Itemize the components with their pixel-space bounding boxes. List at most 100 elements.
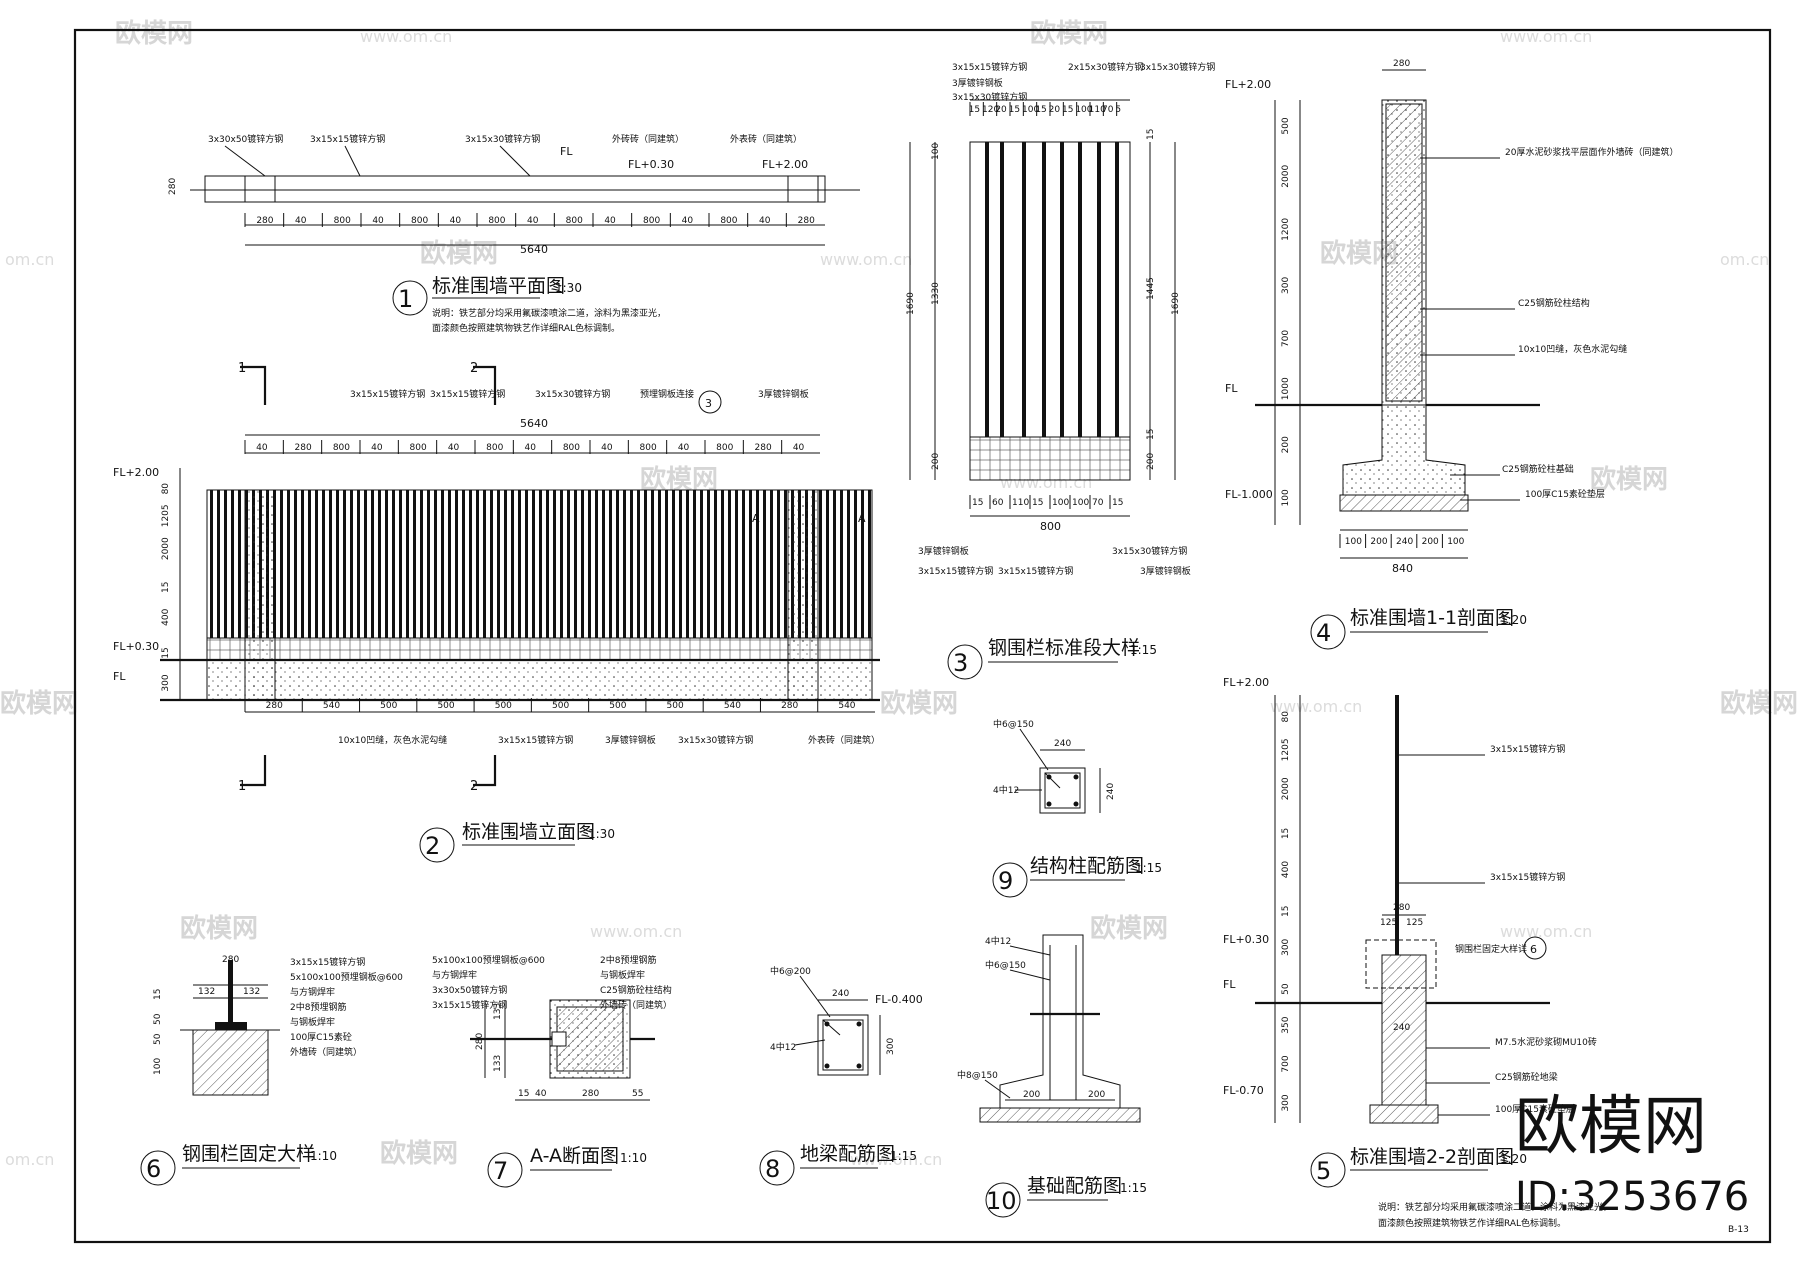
level-fl: FL [1223, 978, 1236, 991]
elevation-top-dim: 800 [563, 443, 580, 453]
label: 3x15x15镀锌方钢 [998, 565, 1073, 577]
label: 外表砖（同建筑） [808, 734, 880, 746]
level-fl070: FL-0.70 [1223, 1084, 1264, 1097]
elevation-vertical-dim: 400 [161, 608, 171, 625]
watermark: 欧模网 [1720, 688, 1798, 719]
detail-top-dim: 100 [1022, 105, 1039, 115]
section-vertical-dim: 2000 [1281, 165, 1291, 188]
label: 3x15x30镀锌方钢 [1112, 545, 1187, 557]
drawing-scale: 1:30 [555, 281, 582, 295]
plan-dim: 40 [759, 216, 771, 226]
drawing-number: 6 [146, 1155, 161, 1183]
drawing-9-column-rebar: 240 240 中6@150 4中12 9 结构柱配筋图 1:15 [992, 718, 1162, 898]
label: 3x15x30镀锌方钢 [465, 133, 540, 145]
label: 3x15x15镀锌方钢 [350, 388, 425, 400]
section-vertical-dim: 100 [1281, 489, 1291, 506]
elevation-top-dim: 800 [716, 443, 733, 453]
label: 3x15x15镀锌方钢 [952, 61, 1027, 73]
label: 3x15x30镀锌方钢 [678, 734, 753, 746]
watermark: 欧模网 [380, 1138, 458, 1169]
section-vertical-dim: 1205 [1281, 738, 1291, 761]
dim-total: 5640 [520, 417, 548, 430]
plan-dim: 800 [334, 216, 351, 226]
elevation-vertical-dim: 2000 [161, 537, 171, 560]
watermark-domain: www.om.cn [360, 27, 452, 46]
drawing-10-foundation-rebar: 4中12 中6@150 中8@150 200 200 10 基础配筋图 1:15 [957, 934, 1147, 1218]
aa-labels: 5x100x100预埋钢板@600与方钢焊牢3x30x50镀锌方钢3x15x15… [432, 954, 672, 1011]
detail-top-dim: 15 [1062, 105, 1073, 115]
detail-top-dim: 15 [1009, 105, 1020, 115]
label: 预埋钢板连接 [640, 388, 694, 400]
elevation-vertical-dim: 1205 [161, 504, 171, 527]
section-vertical-dim: 1000 [1281, 377, 1291, 400]
elevation-vertical-dim: 15 [161, 647, 171, 658]
drawing-title: 标准围墙平面图 [432, 275, 565, 297]
fence-bar [985, 142, 989, 437]
section-vertical-dim: 15 [1281, 828, 1291, 839]
drawing-title: 标准围墙2-2剖面图 [1350, 1146, 1514, 1168]
elevation-bottom-dim: 540 [838, 701, 855, 711]
dim-total: 840 [1392, 562, 1413, 575]
label: 3x15x15镀锌方钢 [432, 999, 507, 1011]
fence-bar [1060, 142, 1064, 437]
detail-bottom-dim: 100 [1052, 498, 1069, 508]
label: 20厚水泥砂浆找平层面作外墙砖（同建筑） [1505, 146, 1678, 158]
detail-bottom-dim: 110 [1012, 498, 1029, 508]
dim: 1330 [931, 282, 941, 305]
label: 2中8预埋钢筋 [600, 954, 656, 966]
section-vertical-dim: 700 [1281, 330, 1291, 347]
detail-ref: 6 [1530, 943, 1537, 956]
detail-top-dim: 20 [1049, 105, 1061, 115]
level-fl200: FL+2.00 [1223, 676, 1269, 689]
dim: 100 [153, 1058, 163, 1075]
elevation-top-dim: 40 [525, 443, 537, 453]
drawing-number: 4 [1316, 619, 1331, 647]
label: 中6@150 [985, 959, 1026, 971]
drawing-title: 钢围栏固定大样 [182, 1143, 315, 1165]
section-mark: 2 [470, 361, 478, 376]
detail-top-dim: 20 [995, 105, 1007, 115]
level-fl030: FL+0.30 [1223, 933, 1269, 946]
watermark: 欧模网 [880, 688, 958, 719]
dim: 200 [1088, 1090, 1105, 1100]
label: 2x15x30镀锌方钢 [1068, 61, 1143, 73]
detail-top-dim: 5 [1115, 105, 1121, 115]
label: 3x15x15镀锌方钢 [430, 388, 505, 400]
dim: 1445 [1146, 277, 1156, 300]
section-bottom-dim: 240 [1396, 537, 1413, 547]
note-line: 说明：铁艺部分均采用氟碳漆喷涂二道，涂料为黑漆亚光， [1378, 1201, 1612, 1213]
watermark: 欧模网 [1030, 18, 1108, 49]
label: 外表砖（同建筑） [730, 133, 802, 145]
drawing-scale: 1:30 [588, 827, 615, 841]
detail-bottom-dim: 70 [1092, 498, 1104, 508]
detail-top-dim: 100 [1075, 105, 1092, 115]
fence-bar [1022, 142, 1026, 437]
fence-bars [985, 142, 1119, 437]
dim-width: 240 [1054, 739, 1071, 749]
label: 3厚镀锌钢板 [952, 77, 1003, 89]
dim: 200 [1146, 453, 1156, 470]
label: 3x15x30镀锌方钢 [535, 388, 610, 400]
plan-dim: 40 [527, 216, 539, 226]
elevation-top-dim: 800 [410, 443, 427, 453]
section-mark: A [858, 512, 866, 525]
label: C25钢筋砼柱结构 [1518, 297, 1590, 309]
plan-dim: 40 [450, 216, 462, 226]
label: 10x10凹缝，灰色水泥勾缝 [1518, 343, 1627, 355]
detail-top-dim: 70 [1102, 105, 1114, 115]
section-bottom-dim: 200 [1370, 537, 1387, 547]
watermark-layer: 欧模网 www.om.cn 欧模网 www.om.cn om.cn 欧模网 ww… [0, 18, 1798, 1169]
dim: 15 [518, 1089, 529, 1099]
stirrup-label: 中6@150 [993, 718, 1034, 730]
dim: 133 [493, 1003, 503, 1020]
level-fl: FL [113, 670, 126, 683]
level-fl200: FL+2.00 [762, 158, 808, 171]
drawing-title: A-A断面图 [530, 1145, 619, 1167]
level-fl030: FL+0.30 [113, 640, 159, 653]
dim: 280 [475, 1033, 485, 1050]
